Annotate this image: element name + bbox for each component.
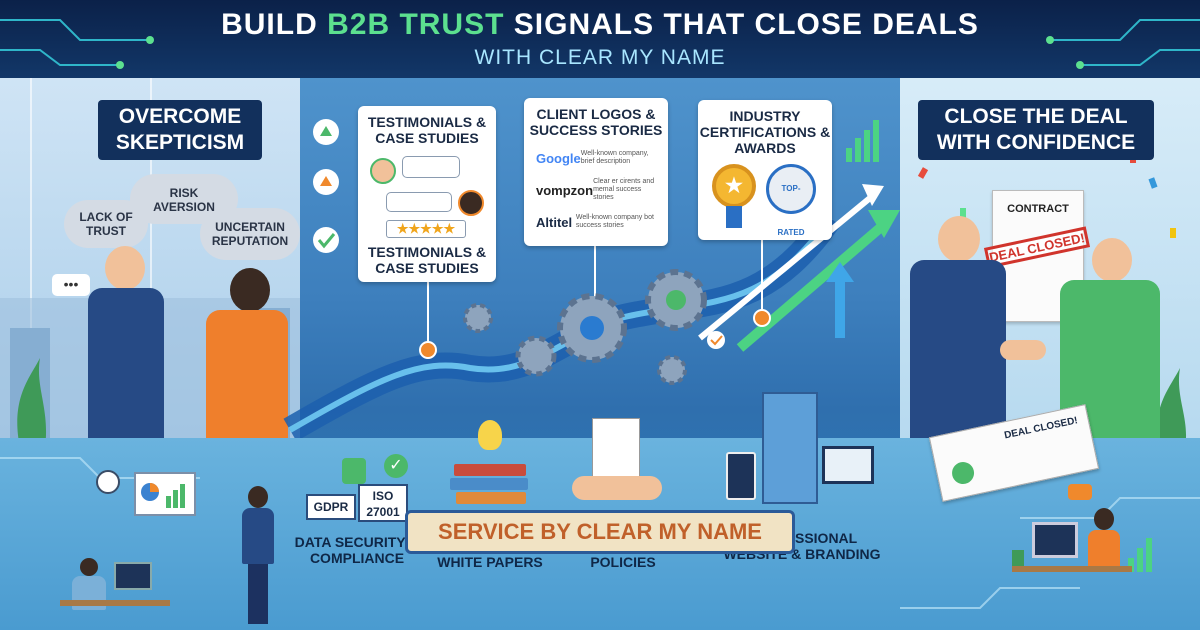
document-icon	[592, 418, 640, 480]
testimonials-card: TESTIMONIALS & CASE STUDIES ★★★★★ TESTIM…	[358, 106, 496, 282]
plant-icon	[1012, 550, 1024, 566]
security-compliance-icon: GDPR ISO 27001 ✓	[306, 454, 410, 526]
cloud-text: RISK AVERSION	[153, 186, 215, 214]
service-banner: SERVICE BY CLEAR MY NAME	[405, 510, 795, 554]
chat-bubble-icon	[1068, 484, 1092, 500]
closer-businessman-body	[910, 260, 1006, 448]
iso-badge: ISO 27001	[358, 484, 408, 522]
worker-head	[80, 558, 98, 576]
logo-row-google: Google Well-known company, brief descrip…	[536, 142, 658, 174]
google-logo: Google	[536, 150, 581, 166]
chat-bubble-icon	[386, 192, 452, 212]
book-icon	[454, 464, 526, 476]
businessman-body	[88, 288, 164, 448]
growth-path-arrows	[283, 119, 900, 442]
pricing-handshake-icon	[572, 418, 662, 518]
handshake-icon	[572, 476, 662, 500]
logo-description: Well-known company bot success stories	[575, 214, 654, 229]
presenter-legs	[248, 564, 268, 624]
cloud-text: LACK OF TRUST	[79, 210, 133, 238]
desk	[60, 600, 170, 606]
closer-businessman-head	[938, 216, 980, 262]
remote-worker	[1012, 508, 1142, 630]
avatar	[458, 190, 484, 216]
logo-row-vompzon: vompzon Clear er cirents and memal succe…	[536, 174, 658, 206]
worker-body	[1088, 530, 1120, 570]
certifications-card: INDUSTRY CERTIFICATIONS & AWARDS ★ TOP-R…	[698, 100, 832, 240]
logo-description: Clear er cirents and memal success stori…	[593, 178, 655, 201]
logo-list: Google Well-known company, brief descrip…	[524, 138, 668, 238]
worker-head	[1094, 508, 1114, 530]
title-part: BUILD	[221, 8, 328, 41]
logo-description: Well-known company, brief description	[580, 150, 649, 165]
cloud-text: UNCERTAIN REPUTATION	[211, 220, 289, 248]
altitel-logo: Altitel	[536, 214, 573, 230]
book-icon	[456, 492, 526, 504]
avatar	[370, 158, 396, 184]
client-head	[1092, 238, 1132, 282]
thought-cloud-uncertain-reputation: UNCERTAIN REPUTATION	[200, 208, 300, 260]
testimonials-title: TESTIMONIALS & CASE STUDIES	[367, 114, 487, 146]
clock-icon	[96, 470, 120, 494]
vompzon-logo: vompzon	[536, 182, 594, 198]
top-rated-badge: TOP-RATED	[766, 164, 816, 237]
book-icon	[450, 478, 528, 490]
check-shield-icon: ✓	[384, 454, 408, 478]
presenter-head	[248, 486, 268, 508]
circuit-decoration-left	[0, 19, 154, 69]
presenter-body	[242, 508, 274, 564]
ribbon-icon	[726, 206, 742, 228]
data-security-label: DATA SECURITY & COMPLIANCE	[294, 534, 420, 566]
star-rating: ★★★★★	[386, 220, 466, 238]
businessman-head	[105, 246, 145, 290]
title-accent: B2B TRUST	[327, 8, 505, 41]
books-lightbulb-icon	[450, 420, 530, 516]
desk	[1012, 566, 1132, 572]
monitor-icon	[114, 562, 152, 590]
contract-title: CONTRACT	[1007, 203, 1069, 215]
title-part: SIGNALS THAT CLOSE DEALS	[504, 8, 979, 41]
client-logos-card: CLIENT LOGOS & SUCCESS STORIES Google We…	[524, 98, 668, 246]
speech-bubble: •••	[52, 274, 90, 296]
padlock-icon	[342, 458, 366, 484]
handshake-icon	[1000, 340, 1046, 360]
celebration-confetti-icon	[917, 153, 1187, 448]
logo-row-altitel: Altitel Well-known company bot success s…	[536, 206, 658, 238]
close-deal-label: CLOSE THE DEAL WITH CONFIDENCE	[918, 100, 1154, 160]
header: BUILD B2B TRUST SIGNALS THAT CLOSE DEALS…	[0, 0, 1200, 78]
gold-medal-icon: ★	[712, 164, 756, 208]
certifications-title: INDUSTRY CERTIFICATIONS & AWARDS	[699, 108, 831, 156]
client-logos-title: CLIENT LOGOS & SUCCESS STORIES	[529, 106, 663, 138]
website-branding-icon	[726, 392, 876, 512]
tablet-icon	[726, 452, 756, 500]
colleague-body	[206, 310, 288, 448]
pie-chart-icon	[141, 483, 185, 508]
chat-bubble-icon	[402, 156, 460, 178]
page-subtitle: WITH CLEAR MY NAME	[474, 46, 726, 69]
overcome-skepticism-label: OVERCOME SKEPTICISM	[98, 100, 262, 160]
gdpr-badge: GDPR	[306, 494, 356, 520]
seal-icon	[950, 459, 977, 487]
laptop-icon	[822, 446, 874, 484]
colleague-head	[230, 268, 270, 312]
lightbulb-icon	[478, 420, 502, 450]
desk-worker	[60, 558, 170, 630]
monitor-icon	[1032, 522, 1078, 558]
document-stamp: DEAL CLOSED!	[1003, 415, 1079, 442]
presentation-board	[134, 472, 196, 516]
presenter	[238, 486, 278, 630]
office-building-icon	[762, 392, 818, 504]
page-title: BUILD B2B TRUST SIGNALS THAT CLOSE DEALS	[0, 8, 1200, 42]
circuit-decoration-right	[1046, 19, 1200, 69]
testimonials-title-secondary: TESTIMONIALS & CASE STUDIES	[367, 244, 487, 276]
